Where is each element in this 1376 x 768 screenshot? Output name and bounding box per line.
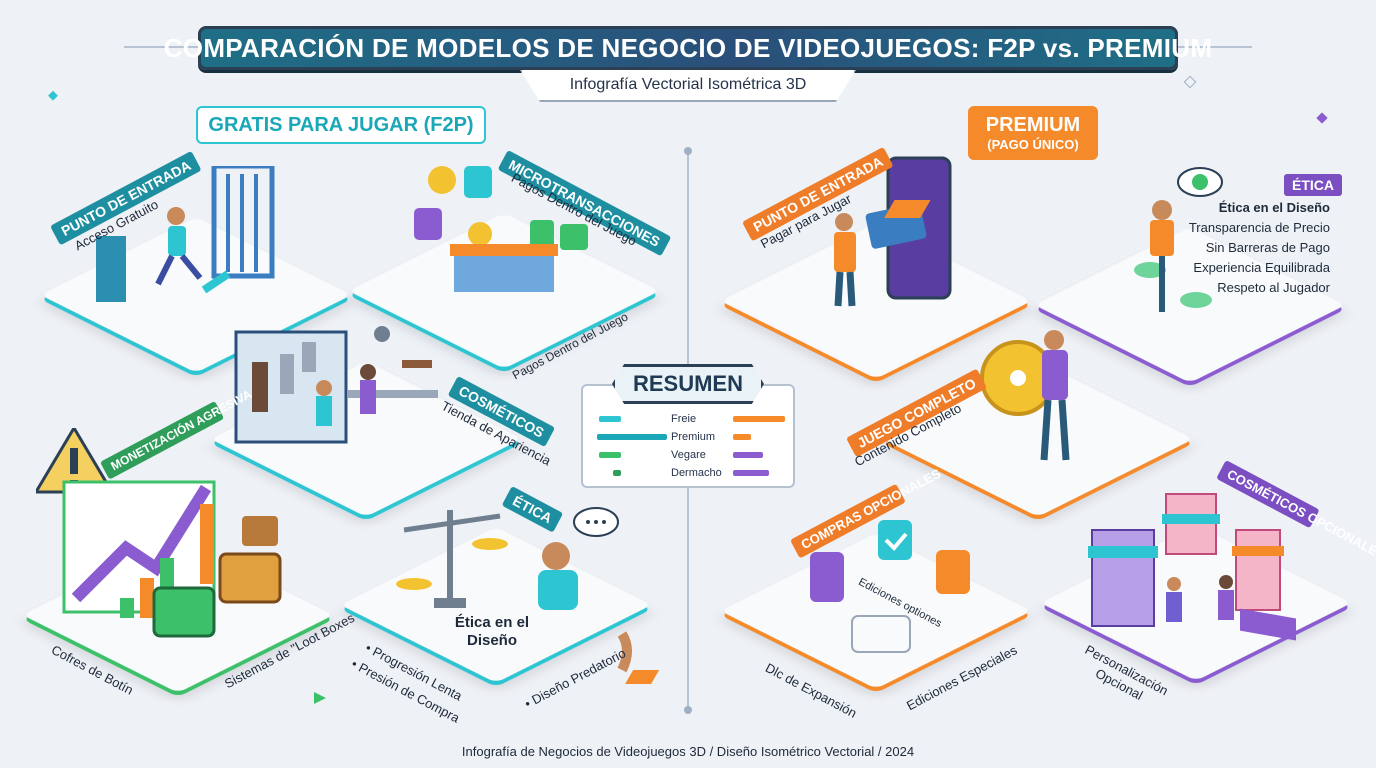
summary-row-label: Vegare: [671, 449, 706, 461]
summary-row-label: Premium: [671, 431, 716, 443]
summary-bar-premium: [733, 470, 769, 476]
premium-purchases-illustration: [810, 520, 970, 653]
premium-title-main: PREMIUM: [985, 114, 1081, 136]
smiley-icon: [1192, 174, 1208, 190]
coin-icon: [428, 166, 456, 194]
summary-row-label: Freie: [671, 413, 697, 425]
sword-icon: [280, 354, 294, 394]
footer: Infografía de Negocios de Videojuegos 3D…: [461, 744, 915, 759]
premium-ethics-item: Sin Barreras de Pago: [1205, 240, 1330, 255]
chest-icon: [218, 552, 282, 604]
chest-icon: [242, 516, 278, 546]
premium-section-title: PREMIUM (PAGO ÚNICO): [968, 106, 1098, 160]
arrow-icon: [201, 270, 231, 294]
premium-full-game-illustration: [980, 330, 1070, 461]
f2p-micro-illustration: [414, 166, 588, 292]
title-line-left: [124, 46, 198, 48]
summary-row: Vegare: [583, 446, 793, 464]
star-icon: [936, 550, 970, 594]
f2p-entry-illustration: [96, 166, 275, 302]
f2p-section-title: GRATIS PARA JUGAR (F2P): [196, 106, 486, 144]
f2p-ethics-title: Ética en el Diseño: [454, 614, 530, 649]
energy-icon: [464, 166, 492, 198]
store-icon: [1235, 529, 1281, 611]
premium-ethics-item: Respeto al Jugador: [1217, 280, 1330, 295]
premium-title-sub: (PAGO ÚNICO): [987, 137, 1079, 152]
title-line-right: [1178, 46, 1252, 48]
premium-cosmetics-illustration: [1088, 493, 1284, 627]
summary-row: Dermacho: [583, 464, 793, 482]
check-icon: [878, 520, 912, 560]
page-title: COMPARACIÓN DE MODELOS DE NEGOCIO DE VID…: [163, 32, 1213, 63]
helmet-icon: [374, 326, 390, 342]
summary-title: RESUMEN: [612, 364, 764, 404]
summary-bar-f2p: [599, 416, 621, 422]
coin-icon: [468, 222, 492, 246]
title-banner: COMPARACIÓN DE MODELOS DE NEGOCIO DE VID…: [164, 26, 1212, 70]
user-icon: [810, 552, 844, 602]
heart-icon: [414, 208, 442, 240]
shop-icon: [454, 252, 554, 292]
premium-ethics-tag: ÉTICA: [1284, 174, 1342, 196]
turnstile-icon: [96, 236, 126, 302]
summary-bar-f2p: [599, 452, 621, 458]
summary-row: Freie: [583, 410, 793, 428]
table-icon: [348, 390, 438, 398]
f2p-cosmetics-illustration: [234, 326, 438, 444]
page-subtitle: Infografía Vectorial Isométrica 3D: [520, 70, 856, 102]
hand-icon: [617, 631, 632, 673]
summary-bar-premium: [733, 452, 763, 458]
summary-bar-f2p: [597, 434, 667, 440]
gun-icon: [402, 360, 432, 368]
summary-row-label: Dermacho: [671, 467, 722, 479]
divider-dot-bottom: [684, 706, 692, 714]
store-icon: [1091, 529, 1155, 627]
summary-bar-premium: [733, 416, 785, 422]
summary-row: Premium: [583, 428, 793, 446]
f2p-monetization-illustration: [36, 428, 282, 638]
chest-icon: [152, 586, 216, 638]
premium-ethics-title: Ética en el Diseño: [1218, 200, 1330, 215]
premium-ethics-item: Experiencia Equilibrada: [1193, 260, 1330, 275]
f2p-ethics-illustration: [396, 507, 632, 673]
premium-ethics-illustration: [1134, 167, 1223, 312]
divider-dot-top: [684, 147, 692, 155]
outfit-icon: [252, 362, 268, 412]
cash-icon: [530, 220, 554, 248]
premium-ethics-list: Ética en el Diseño Transparencia de Prec…: [1180, 198, 1330, 298]
gate-icon: [211, 166, 275, 279]
summary-bar-f2p: [613, 470, 621, 476]
cash-icon: [560, 224, 588, 250]
premium-ethics-item: Transparencia de Precio: [1188, 220, 1330, 235]
summary-bar-premium: [733, 434, 751, 440]
